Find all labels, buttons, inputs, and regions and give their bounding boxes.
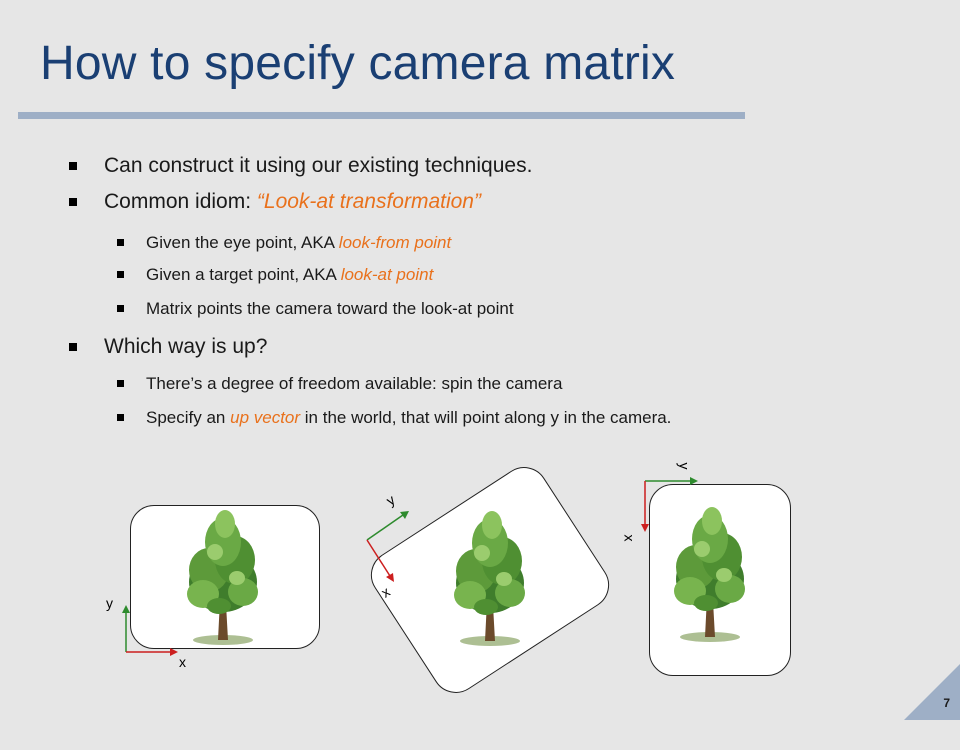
bullet-construct: Can construct it using our existing tech… — [69, 154, 533, 178]
x-axis-label: x — [621, 534, 638, 542]
camera-view-rotated — [649, 484, 791, 676]
bullet-emphasis: look-at point — [340, 265, 434, 284]
bullet-text: Specify an — [146, 408, 231, 427]
bullet-text: Matrix points the camera toward the look… — [146, 299, 514, 318]
bullet-degree-of-freedom: There’s a degree of freedom available: s… — [117, 374, 563, 394]
bullet-text: There’s a degree of freedom available: s… — [146, 374, 563, 393]
y-axis-label: y — [106, 595, 113, 611]
axes-upright — [122, 605, 178, 656]
bullet-emphasis: look-from point — [338, 233, 452, 252]
bullet-up-vector: Specify an up vector in the world, that … — [117, 408, 672, 428]
bullet-square-icon — [117, 414, 124, 421]
bullet-which-way-up: Which way is up? — [69, 335, 268, 359]
bullet-square-icon — [69, 198, 77, 206]
bullet-square-icon — [117, 305, 124, 312]
y-axis-label: y — [676, 462, 693, 470]
bullet-square-icon — [69, 162, 77, 170]
y-axis-line — [366, 514, 404, 541]
x-axis-arrow — [386, 573, 394, 582]
bullet-text: Which way is up? — [104, 335, 268, 358]
page-number: 7 — [943, 696, 950, 710]
bullet-square-icon — [117, 380, 124, 387]
x-axis-arrow — [170, 648, 178, 656]
bullet-square-icon — [69, 343, 77, 351]
bullet-text: Given the eye point, AKA — [146, 233, 339, 252]
bullet-matrix-points: Matrix points the camera toward the look… — [117, 299, 514, 319]
x-axis-label: x — [179, 654, 186, 670]
bullet-text: Can construct it using our existing tech… — [104, 154, 533, 177]
x-axis-arrow — [641, 524, 649, 532]
page-corner-decoration — [904, 664, 960, 720]
bullet-emphasis: up vector — [230, 408, 301, 427]
bullet-square-icon — [117, 271, 124, 278]
x-axis-line — [366, 539, 391, 577]
axes-rotated — [641, 477, 698, 532]
y-axis-arrow — [690, 477, 698, 485]
camera-view-upright — [130, 505, 320, 649]
axes-tilted — [366, 511, 409, 582]
bullet-text: in the world, that will point along y in… — [300, 408, 672, 427]
bullet-square-icon — [117, 239, 124, 246]
bullet-eye-point: Given the eye point, AKA look-from point — [117, 233, 452, 253]
y-axis-arrow — [122, 605, 130, 613]
bullet-target-point: Given a target point, AKA look-at point — [117, 265, 434, 285]
bullet-text: Given a target point, AKA — [146, 265, 341, 284]
bullet-text: Common idiom: — [104, 190, 257, 213]
bullet-idiom: Common idiom: “Look-at transformation” — [69, 190, 481, 214]
slide-title: How to specify camera matrix — [40, 37, 676, 90]
slide: How to specify camera matrix Can constru… — [18, 37, 960, 720]
y-axis-arrow — [400, 511, 409, 519]
title-underline — [18, 112, 745, 119]
bullet-emphasis: “Look-at transformation” — [256, 190, 481, 213]
